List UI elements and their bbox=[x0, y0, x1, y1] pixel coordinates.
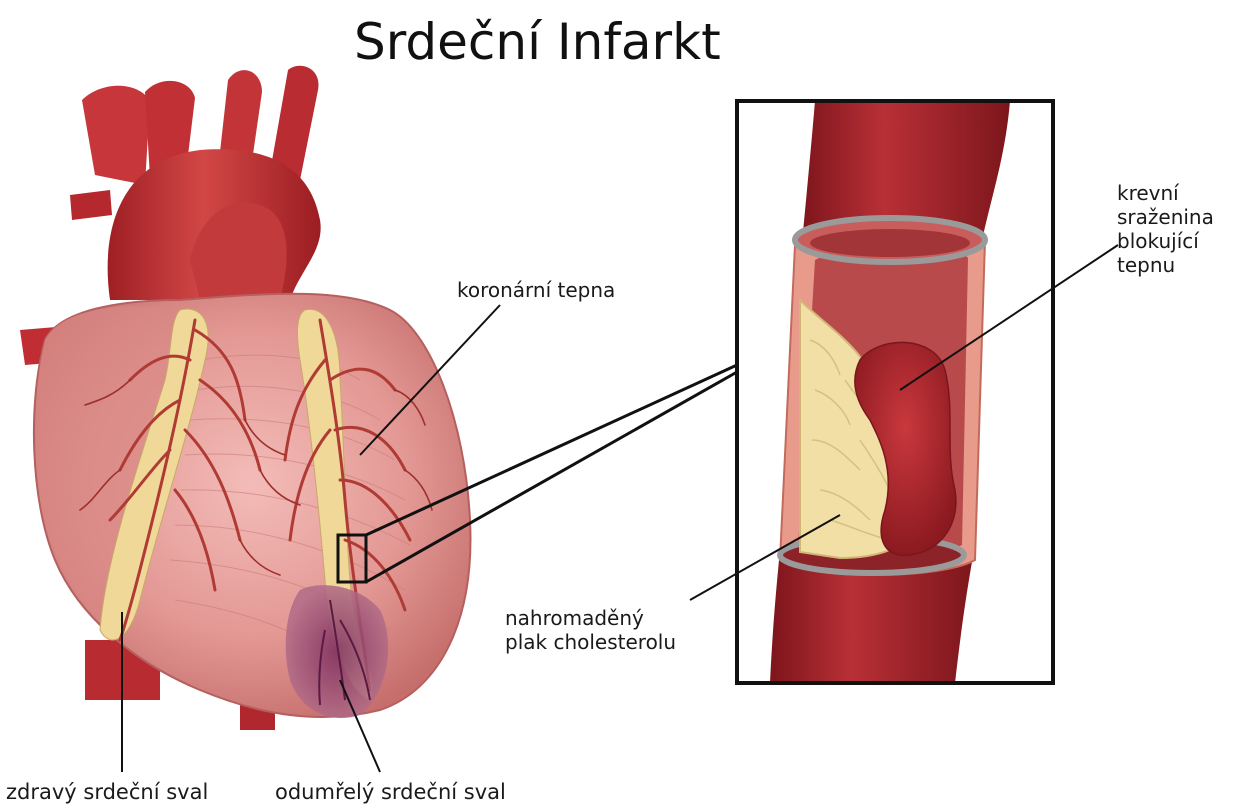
dead-tissue-region bbox=[286, 585, 389, 718]
label-dead-muscle: odumřelý srdeční sval bbox=[275, 780, 506, 804]
label-blood-clot: krevní sraženina blokující tepnu bbox=[1117, 181, 1214, 277]
label-cholesterol-plaque: nahromaděný plak cholesterolu bbox=[505, 606, 676, 654]
superior-vessel-left bbox=[82, 86, 150, 185]
diagram-title: Srdeční Infarkt bbox=[354, 10, 774, 74]
artery-closeup bbox=[737, 101, 1053, 683]
left-vessel-stub-2 bbox=[70, 190, 112, 220]
vessel-top-inner bbox=[810, 229, 970, 257]
label-coronary-artery: koronární tepna bbox=[457, 278, 615, 302]
label-healthy-muscle: zdravý srdeční sval bbox=[6, 780, 208, 804]
heart-drawing bbox=[20, 66, 470, 730]
